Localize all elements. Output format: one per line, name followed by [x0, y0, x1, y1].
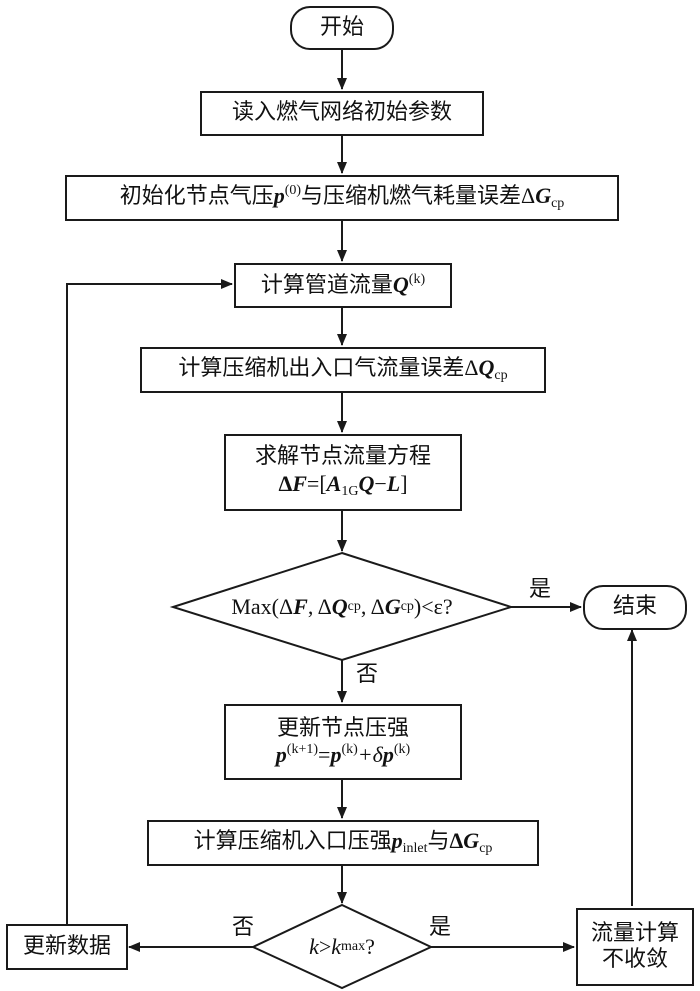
- calc-comp-err-node: 计算压缩机出入口气流量误差ΔQcp: [140, 347, 546, 393]
- not-converged-line1: 流量计算: [590, 920, 679, 946]
- init-var-p: p: [273, 183, 285, 209]
- update-p1: p: [275, 742, 287, 767]
- inlet-var-p: p: [391, 828, 403, 854]
- calc-flow-sup-q: (k): [408, 271, 426, 287]
- iter-gt: >: [318, 934, 332, 959]
- start-node: 开始: [290, 6, 394, 50]
- init-text-1: 初始化节点气压: [119, 184, 274, 210]
- update-data-node: 更新数据: [6, 924, 128, 970]
- converge-sep2: , Δ: [360, 594, 385, 619]
- update-p2: p: [330, 742, 342, 767]
- solve-eq-close: ]: [400, 470, 408, 496]
- end-node: 结束: [583, 585, 687, 630]
- edge-updatedata-calcflow: [66, 279, 233, 924]
- decision-iter-shape: [250, 903, 434, 990]
- solve-eq-sub: 1G: [341, 483, 359, 499]
- solve-eq-delta: Δ: [278, 470, 293, 496]
- update-p3: p: [382, 742, 394, 767]
- init-sup-p: (0): [284, 183, 302, 199]
- converge-no-label: 否: [356, 662, 379, 687]
- comp-err-var-q: Q: [478, 355, 495, 381]
- update-plus-delta: +δ: [357, 742, 383, 767]
- inlet-sub-g: cp: [479, 841, 493, 857]
- update-eq: =: [318, 742, 331, 767]
- inlet-sub-p: inlet: [402, 841, 428, 857]
- not-converged-node: 流量计算 不收敛: [576, 908, 694, 986]
- update-sup3: (k): [393, 742, 411, 757]
- init-text-2: 与压缩机燃气耗量误差: [301, 184, 522, 210]
- converge-sub1: cp: [347, 599, 361, 614]
- iter-k: k: [309, 934, 319, 959]
- solve-eq-l: L: [386, 470, 401, 496]
- calc-flow-node: 计算管道流量Q(k): [234, 263, 452, 308]
- iter-no-label: 否: [232, 915, 255, 940]
- calc-flow-var-q: Q: [392, 271, 409, 297]
- read-params-label: 读入燃气网络初始参数: [231, 100, 452, 126]
- converge-sub2: cp: [400, 599, 414, 614]
- converge-f: F: [293, 594, 308, 619]
- converge-q: Q: [331, 594, 348, 619]
- solve-eq-q: Q: [358, 470, 375, 496]
- read-params-node: 读入燃气网络初始参数: [200, 91, 484, 136]
- iter-yes-label: 是: [429, 915, 452, 940]
- calc-flow-text: 计算管道流量: [260, 272, 393, 298]
- inlet-var-g: G: [463, 828, 480, 854]
- solve-eq-line2: ΔF=[A1GQ−L]: [278, 471, 407, 501]
- update-data-label: 更新数据: [22, 933, 111, 959]
- inlet-delta: Δ: [449, 828, 464, 854]
- solve-eq-f: F: [292, 470, 307, 496]
- converge-sep1: , Δ: [307, 594, 332, 619]
- solve-eq-equals: =[: [306, 470, 327, 496]
- update-pressure-line1: 更新节点压强: [276, 715, 409, 741]
- inlet-text-2: 与: [427, 829, 450, 855]
- update-sup1: (k+1): [286, 742, 319, 757]
- iter-kmax: k: [331, 934, 342, 959]
- not-converged-line2: 不收敛: [601, 947, 668, 972]
- comp-err-delta: Δ: [464, 355, 479, 381]
- update-pressure-line2: p(k+1)=p(k)+δp(k): [276, 742, 410, 768]
- calc-inlet-node: 计算压缩机入口压强pinlet与ΔGcp: [147, 820, 539, 866]
- end-label: 结束: [612, 594, 657, 620]
- update-pressure-node: 更新节点压强 p(k+1)=p(k)+δp(k): [224, 704, 462, 780]
- init-delta: Δ: [521, 183, 536, 209]
- iter-q: ?: [365, 934, 375, 959]
- solve-eq-node: 求解节点流量方程 ΔF=[A1GQ−L]: [224, 434, 462, 511]
- init-sub-g: cp: [551, 196, 565, 212]
- converge-suffix: )<ε?: [413, 594, 453, 619]
- converge-yes-label: 是: [529, 577, 552, 602]
- inlet-text-1: 计算压缩机入口压强: [193, 829, 392, 855]
- solve-eq-line1: 求解节点流量方程: [254, 444, 431, 470]
- converge-prefix: Max(Δ: [231, 594, 294, 619]
- iter-sub: max: [341, 939, 366, 954]
- comp-err-sub-q: cp: [494, 368, 508, 384]
- init-node: 初始化节点气压p(0)与压缩机燃气耗量误差ΔGcp: [65, 175, 619, 221]
- solve-eq-minus: −: [374, 470, 387, 496]
- converge-g: G: [384, 594, 401, 619]
- comp-err-text: 计算压缩机出入口气流量误差: [178, 356, 465, 382]
- init-var-g: G: [535, 183, 552, 209]
- solve-eq-a: A: [326, 470, 342, 496]
- start-label: 开始: [319, 14, 364, 40]
- update-sup2: (k): [341, 742, 358, 757]
